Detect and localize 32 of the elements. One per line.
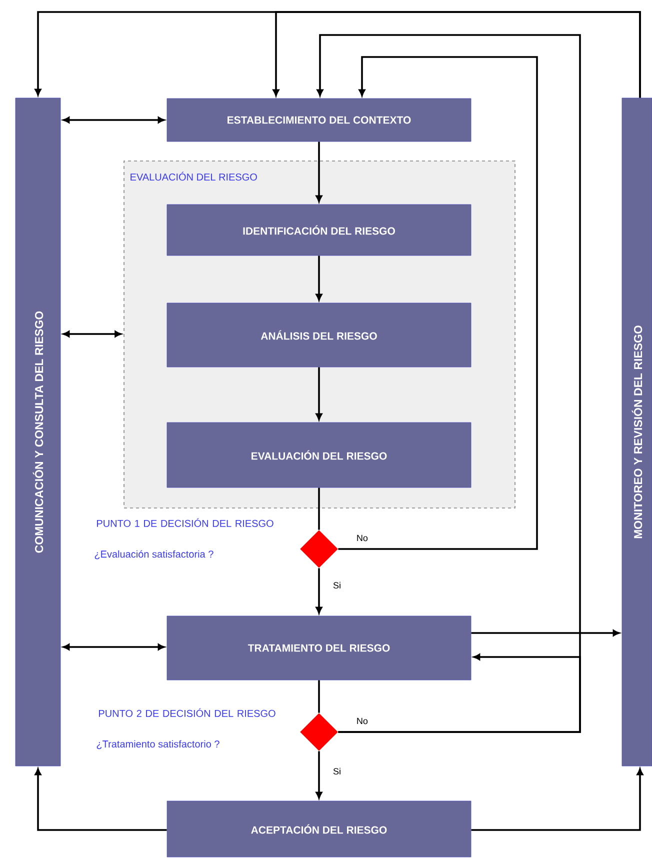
arrow — [316, 367, 322, 420]
arrow — [316, 568, 322, 614]
process-box: ANÁLISIS DEL RIESGO — [166, 302, 472, 368]
arrow — [62, 330, 122, 338]
process-box: TRATAMIENTO DEL RIESGO — [166, 616, 472, 680]
edge-label: No — [355, 534, 369, 542]
process-box: IDENTIFICACIÓN DEL RIESGO — [166, 204, 472, 256]
arrow — [471, 768, 644, 831]
arrow — [62, 644, 165, 650]
process-box: ESTABLECIMIENTO DEL CONTEXTO — [166, 98, 472, 142]
arrow — [338, 654, 581, 733]
decision-question: ¿Evaluación satisfactoria ? — [94, 550, 214, 560]
decision-diamond — [300, 530, 338, 568]
side-bar: COMUNICACIÓN Y CONSULTA DEL RIESGO — [15, 98, 61, 766]
decision-question: ¿Tratamiento satisfactorio ? — [96, 740, 220, 750]
edge-label: No — [355, 716, 369, 726]
process-box: EVALUACIÓN DEL RIESGO — [166, 422, 472, 488]
decision-caption: PUNTO 1 DE DECISIÓN DEL RIESGO — [97, 518, 274, 527]
decision-diamond — [300, 713, 338, 751]
arrow — [316, 751, 322, 799]
side-bar: MONITOREO Y REVISIÓN DEL RIESGO — [622, 98, 652, 766]
edge-label: Si — [332, 766, 342, 776]
edge-label: Si — [332, 580, 342, 590]
arrow — [62, 116, 165, 124]
arrow — [34, 768, 167, 831]
arrow — [316, 256, 322, 301]
arrow — [316, 142, 322, 202]
arrow — [471, 630, 620, 636]
arrow — [272, 11, 641, 98]
arrow — [338, 56, 538, 550]
process-box: ACEPTACIÓN DEL RIESGO — [166, 800, 472, 858]
decision-caption: PUNTO 2 DE DECISIÓN DEL RIESGO — [99, 708, 276, 717]
